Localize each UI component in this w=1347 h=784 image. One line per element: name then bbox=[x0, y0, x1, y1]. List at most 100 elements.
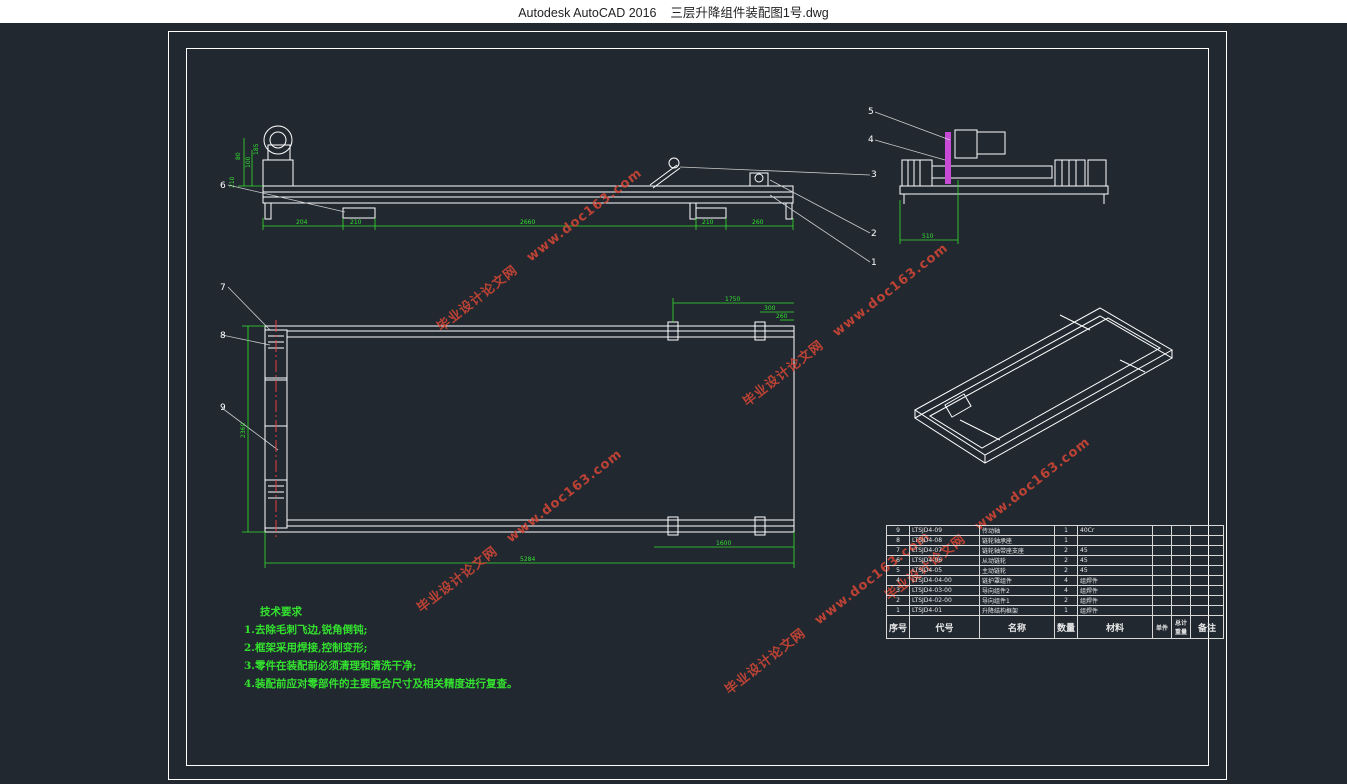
bom-cell-name: 链轮轴带座支座 bbox=[979, 545, 1056, 556]
bom-cell-remark bbox=[1190, 565, 1225, 576]
dim-front-2: 210 bbox=[350, 219, 362, 226]
dim-plan-0: 1750 bbox=[725, 296, 740, 303]
front-dimensions bbox=[238, 138, 794, 230]
dim-front-5: 260 bbox=[752, 219, 764, 226]
bom-cell-code: LTSJD4-03-00 bbox=[909, 585, 981, 596]
bom-cell-unit-weight bbox=[1152, 575, 1173, 586]
bom-cell-code: LTSJD4-04-00 bbox=[909, 575, 981, 586]
bom-cell-remark bbox=[1190, 605, 1225, 616]
bom-cell-code: LTSJD4-07 bbox=[909, 545, 981, 556]
bom-cell-code: LTSJD4-05 bbox=[909, 565, 981, 576]
bom-header-weight-label: 重量 bbox=[1175, 629, 1188, 636]
bom-cell-unit-weight bbox=[1152, 555, 1173, 566]
cad-drawing[interactable]: 204 210 2660 210 260 80 100 185 210 bbox=[0, 23, 1347, 784]
bom-cell-unit-weight bbox=[1152, 525, 1173, 536]
side-dimensions bbox=[899, 180, 959, 244]
bom-cell-total-weight bbox=[1171, 575, 1192, 586]
plan-dimensions bbox=[242, 298, 795, 568]
callout-2: 2 bbox=[871, 229, 877, 239]
callout-1: 1 bbox=[871, 258, 877, 268]
bom-cell-total-weight bbox=[1171, 545, 1192, 556]
bom-cell-total-weight bbox=[1171, 595, 1192, 606]
bom-cell-no: 5 bbox=[885, 565, 911, 576]
bom-cell-no: 7 bbox=[885, 545, 911, 556]
bom-cell-unit-weight bbox=[1152, 565, 1173, 576]
bom-cell-material: 组焊件 bbox=[1077, 595, 1154, 606]
bom-header-material: 材料 bbox=[1077, 615, 1154, 639]
bom-cell-qty: 2 bbox=[1054, 565, 1079, 576]
window-titlebar: Autodesk AutoCAD 2016 三层升降组件装配图1号.dwg bbox=[0, 0, 1347, 23]
bom-cell-unit-weight bbox=[1152, 595, 1173, 606]
dim-front-3: 2660 bbox=[520, 219, 535, 226]
bom-cell-total-weight bbox=[1171, 555, 1192, 566]
dim-left-0: 80 bbox=[235, 152, 242, 160]
bom-cell-total-weight bbox=[1171, 565, 1192, 576]
tech-note-4: 4.装配前应对零部件的主要配合尺寸及相关精度进行复查。 bbox=[244, 678, 518, 690]
bom-cell-remark bbox=[1190, 555, 1225, 566]
callout-8: 8 bbox=[220, 331, 226, 341]
isometric-view bbox=[914, 307, 1174, 464]
bom-cell-no: 4 bbox=[885, 575, 911, 586]
callout-9: 9 bbox=[220, 403, 226, 413]
bom-cell-name: 导向组件2 bbox=[979, 585, 1056, 596]
bom-cell-material: 组焊件 bbox=[1077, 585, 1154, 596]
callout-7: 7 bbox=[220, 283, 226, 293]
drawing-canvas[interactable]: 204 210 2660 210 260 80 100 185 210 bbox=[0, 23, 1347, 784]
bom-cell-name: 主动链轮 bbox=[979, 565, 1056, 576]
window-title: Autodesk AutoCAD 2016 三层升降组件装配图1号.dwg bbox=[518, 6, 829, 20]
callout-3: 3 bbox=[871, 170, 877, 180]
tech-notes: 技术要求 1.去除毛刺飞边,锐角倒钝; 2.框架采用焊接,控制变形; 3.零件在… bbox=[244, 603, 517, 693]
side-view bbox=[899, 129, 1109, 204]
bom-cell-name: 链轮轴承座 bbox=[979, 535, 1056, 546]
bom-cell-unit-weight bbox=[1152, 605, 1173, 616]
bom-cell-code: LTSJD4-02-00 bbox=[909, 595, 981, 606]
dim-plan-3: 2360 bbox=[240, 423, 247, 438]
callout-5: 5 bbox=[868, 107, 874, 117]
bom-cell-material: 组焊件 bbox=[1077, 575, 1154, 586]
dim-left-1: 100 bbox=[245, 156, 252, 168]
bom-cell-material: 45 bbox=[1077, 545, 1154, 556]
dim-plan-5: 5284 bbox=[520, 556, 535, 563]
bom-cell-name: 传动轴 bbox=[979, 525, 1056, 536]
dim-side-0: 510 bbox=[922, 233, 934, 240]
bom-cell-remark bbox=[1190, 545, 1225, 556]
bom-cell-code: LTSJD4-01 bbox=[909, 605, 981, 616]
bom-cell-material: 45 bbox=[1077, 565, 1154, 576]
bom-header-name: 名称 bbox=[979, 615, 1056, 639]
bom-header-unit-weight-label: 单件 bbox=[1156, 624, 1169, 632]
bom-cell-no: 6 bbox=[885, 555, 911, 566]
bom-cell-total-weight bbox=[1171, 585, 1192, 596]
bom-header-unit-weight: 单件 bbox=[1152, 615, 1173, 639]
tech-notes-title: 技术要求 bbox=[260, 606, 302, 618]
sprocket-chain-highlight bbox=[945, 132, 951, 184]
bom-cell-total-weight bbox=[1171, 605, 1192, 616]
bom-cell-remark bbox=[1190, 585, 1225, 596]
dim-left-3: 210 bbox=[229, 176, 236, 188]
bom-cell-remark bbox=[1190, 595, 1225, 606]
bom-cell-remark bbox=[1190, 575, 1225, 586]
bom-cell-no: 2 bbox=[885, 595, 911, 606]
bom-header-no: 序号 bbox=[885, 615, 911, 639]
callout-leaders bbox=[221, 111, 951, 451]
bom-cell-qty: 2 bbox=[1054, 545, 1079, 556]
bom-header-total-weight: 总计重量 bbox=[1171, 615, 1192, 639]
dim-plan-4: 1600 bbox=[716, 540, 731, 547]
bom-cell-qty: 1 bbox=[1054, 605, 1079, 616]
bom-cell-code: LTSJD4-09 bbox=[909, 525, 981, 536]
bom-cell-no: 3 bbox=[885, 585, 911, 596]
bom-cell-remark bbox=[1190, 535, 1225, 546]
bom-cell-unit-weight bbox=[1152, 535, 1173, 546]
bom-cell-total-weight bbox=[1171, 535, 1192, 546]
bom-cell-name: 从动链轮 bbox=[979, 555, 1056, 566]
bom-cell-no: 8 bbox=[885, 535, 911, 546]
bom-header-qty: 数量 bbox=[1054, 615, 1079, 639]
bom-cell-unit-weight bbox=[1152, 545, 1173, 556]
dim-plan-1: 300 bbox=[764, 305, 776, 312]
